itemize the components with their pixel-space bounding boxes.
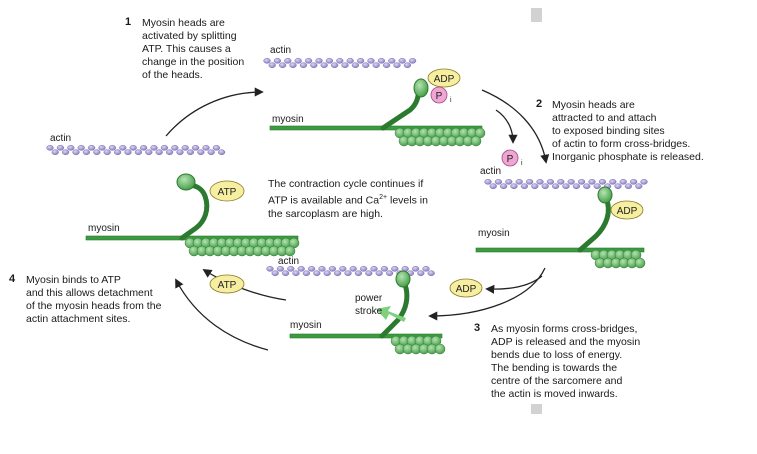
- myosin-head-bottom-knob: [395, 270, 411, 288]
- myosin-label-bottom: myosin: [290, 320, 322, 331]
- myosin-head-left: [179, 183, 210, 241]
- adp-label-released: ADP: [456, 284, 477, 295]
- pi-circle-released: [501, 149, 519, 167]
- actin-filament-left: [46, 144, 226, 155]
- actin-filament-bottom: [266, 265, 435, 277]
- atp-oval-left: [209, 180, 245, 202]
- pi-label-released: P: [507, 154, 514, 165]
- step-1-number: 1: [125, 16, 132, 28]
- myosin-head-top: [380, 87, 421, 131]
- step-3-text: As myosin forms cross-bridges,ADP is rel…: [491, 323, 641, 400]
- pi-sub-top: i: [450, 97, 452, 104]
- actin-filament-right: [484, 178, 648, 189]
- step-3-number: 3: [474, 322, 481, 334]
- decorative-bar-bottom: [531, 404, 542, 414]
- power-stroke-arrow: [376, 306, 406, 322]
- myosin-head-right-knob: [597, 186, 613, 204]
- myosin-filament-bottom: [289, 333, 446, 355]
- cycle-continuation-text: The contraction cycle continues if ATP i…: [268, 178, 428, 220]
- adp-oval-released: [449, 278, 483, 298]
- arrow-2-to-3: [428, 267, 546, 321]
- myosin-label-top: myosin: [272, 114, 304, 125]
- pi-circle-top: [430, 86, 448, 104]
- myosin-filament-right: [475, 247, 646, 269]
- adp-label-top: ADP: [434, 74, 455, 85]
- decorative-bar-top: [531, 8, 542, 22]
- myosin-filament-top: [269, 125, 486, 147]
- arrow-4-to-1: [165, 87, 264, 137]
- myosin-filament-left: [85, 235, 300, 257]
- pi-sub-released: i: [521, 160, 523, 167]
- atp-label-left: ATP: [218, 187, 237, 198]
- power-stroke-label-2: stroke: [355, 306, 383, 317]
- arrow-1-to-2: [481, 89, 550, 164]
- arrow-atp-binding: [202, 269, 287, 301]
- atp-oval-bottom: [209, 274, 245, 294]
- actin-filament-top: [263, 58, 417, 68]
- step-4-number: 4: [9, 273, 16, 285]
- myosin-label-left: myosin: [88, 223, 120, 234]
- adp-label-right: ADP: [617, 206, 638, 217]
- actin-label-left: actin: [50, 133, 72, 144]
- adp-oval-top: [427, 68, 461, 88]
- myosin-head-left-knob: [176, 173, 196, 191]
- actin-label-right: actin: [480, 166, 502, 177]
- arrow-adp-release: [485, 275, 543, 294]
- atp-label-bottom: ATP: [218, 280, 237, 291]
- arrow-pi-release: [495, 109, 518, 144]
- myosin-label-right: myosin: [478, 228, 510, 239]
- myosin-head-top-knob: [413, 78, 429, 98]
- adp-oval-right: [610, 200, 644, 220]
- arrow-3-to-4: [175, 278, 269, 351]
- actin-label-bottom: actin: [278, 256, 300, 267]
- pi-label-top: P: [436, 91, 443, 102]
- step-2-number: 2: [536, 98, 543, 110]
- myosin-head-right: [577, 195, 611, 253]
- actin-label-top: actin: [270, 45, 292, 56]
- power-stroke-label-1: power: [355, 293, 383, 304]
